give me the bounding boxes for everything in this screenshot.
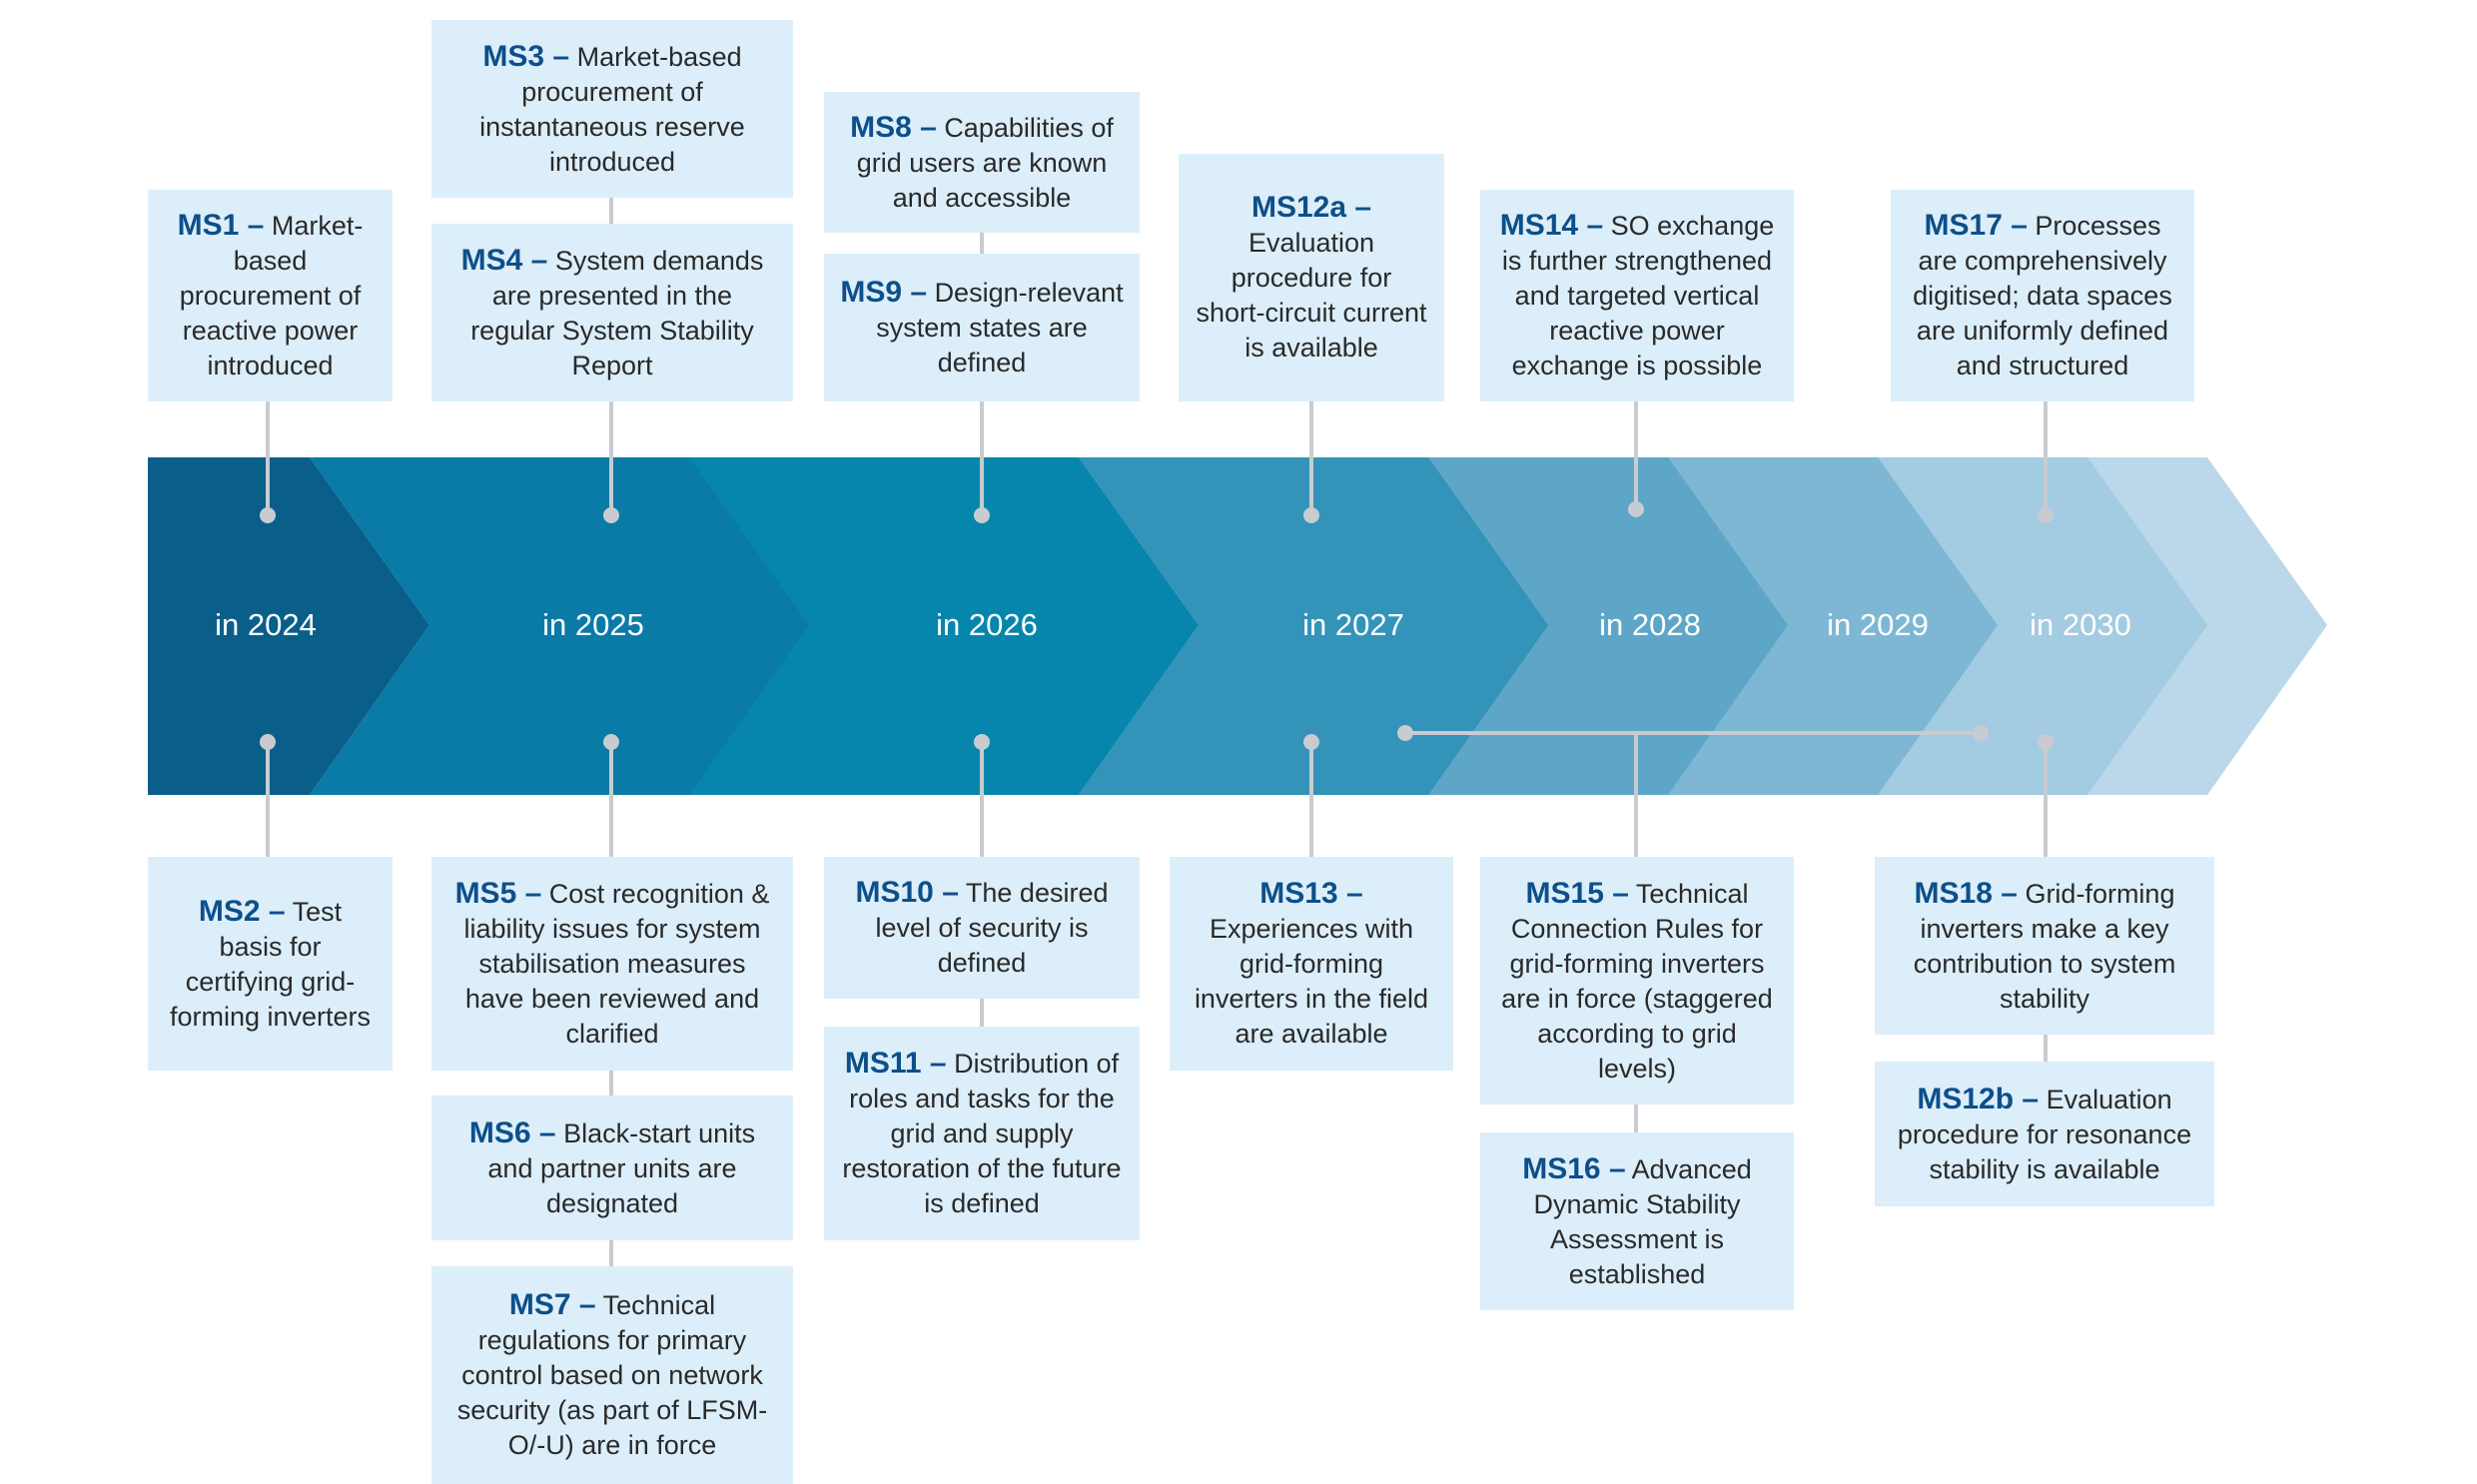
milestone-ms15: MS15 – Technical Connection Rules for gr…: [1480, 857, 1794, 1105]
year-label-2026: in 2026: [936, 607, 1038, 642]
milestone-text: Experiences with grid-forming inverters …: [1194, 914, 1429, 1049]
milestone-text: The desired level of security is defined: [875, 878, 1109, 978]
dot-ms5: [603, 734, 619, 750]
milestone-text: Test basis for certifying grid-forming i…: [169, 896, 372, 1032]
milestone-text: Technical Connection Rules for grid-form…: [1501, 878, 1773, 1084]
milestone-text: Black-start units and partner units are …: [487, 1117, 756, 1218]
milestone-text: Market-based procurement of reactive pow…: [179, 211, 364, 380]
dot-ms2: [260, 734, 276, 750]
milestone-code: MS17 –: [1924, 209, 2028, 242]
milestone-text: Advanced Dynamic Stability Assessment is…: [1533, 1153, 1752, 1289]
milestone-code: MS5 –: [454, 877, 542, 910]
year-label-2025: in 2025: [542, 607, 644, 642]
milestone-ms1: MS1 – Market-based procurement of reacti…: [148, 190, 393, 401]
milestone-code: MS1 –: [177, 209, 265, 242]
milestone-code: MS8 –: [850, 110, 937, 144]
dot-ms17: [2038, 507, 2054, 523]
milestone-code: MS10 –: [855, 876, 959, 909]
milestone-text: Capabilities of grid users are known and…: [856, 112, 1114, 213]
dot-ms9: [974, 507, 990, 523]
chevron-2025: [310, 457, 809, 795]
dot-ms15-left: [1397, 725, 1413, 741]
milestone-text: Grid-forming inverters make a key contri…: [1913, 878, 2176, 1014]
milestone-code: MS7 –: [508, 1288, 596, 1321]
chevron-2024: [148, 457, 429, 795]
milestone-ms2: MS2 – Test basis for certifying grid-for…: [148, 857, 393, 1071]
milestone-ms9: MS9 – Design-relevant system states are …: [824, 254, 1140, 401]
milestone-text: Evaluation procedure for short-circuit c…: [1196, 228, 1427, 363]
milestone-ms13: MS13 – Experiences with grid-forming inv…: [1170, 857, 1453, 1071]
chevron-2026: [679, 457, 1199, 795]
milestone-code: MS6 –: [468, 1115, 556, 1149]
milestone-ms17: MS17 – Processes are comprehensively dig…: [1891, 190, 2194, 401]
milestone-text: System demands are presented in the regu…: [470, 245, 764, 380]
milestone-ms6: MS6 – Black-start units and partner unit…: [431, 1096, 793, 1240]
milestone-ms4: MS4 – System demands are presented in th…: [431, 224, 793, 401]
year-label-2030: in 2030: [2030, 607, 2131, 642]
milestone-ms12b: MS12b – Evaluation procedure for resonan…: [1875, 1062, 2214, 1206]
milestone-code: MS4 –: [460, 243, 548, 277]
milestone-ms18: MS18 – Grid-forming inverters make a key…: [1875, 857, 2214, 1035]
milestone-text: SO exchange is further strengthened and …: [1501, 211, 1775, 380]
milestone-code: MS13 –: [1259, 877, 1363, 910]
chevron-2028: [1398, 457, 1788, 795]
milestone-text: Cost recognition & liability issues for …: [463, 879, 770, 1049]
milestone-code: MS9 –: [840, 276, 928, 309]
milestone-code: MS12b –: [1917, 1082, 2040, 1115]
connector-lines: [266, 198, 2048, 1266]
milestone-code: MS3 –: [482, 39, 570, 73]
year-label-2029: in 2029: [1827, 607, 1929, 642]
milestone-ms8: MS8 – Capabilities of grid users are kno…: [824, 92, 1140, 233]
milestone-ms10: MS10 – The desired level of security is …: [824, 857, 1140, 999]
dot-ms12a: [1303, 507, 1319, 523]
milestone-code: MS14 –: [1499, 209, 1604, 242]
dot-ms1: [260, 507, 276, 523]
milestone-text: Design-relevant system states are define…: [876, 278, 1124, 377]
milestone-ms16: MS16 – Advanced Dynamic Stability Assess…: [1480, 1132, 1794, 1310]
milestone-ms5: MS5 – Cost recognition & liability issue…: [431, 857, 793, 1071]
dot-ms18: [2038, 734, 2054, 750]
milestone-text: Processes are comprehensively digitised;…: [1913, 211, 2172, 380]
milestone-ms11: MS11 – Distribution of roles and tasks f…: [824, 1027, 1140, 1240]
milestone-code: MS18 –: [1914, 876, 2018, 910]
milestone-text: Distribution of roles and tasks for the …: [842, 1049, 1122, 1218]
milestone-code: MS15 –: [1525, 876, 1629, 910]
year-label-2028: in 2028: [1599, 607, 1701, 642]
dot-ms14: [1628, 501, 1644, 517]
year-label-2027: in 2027: [1302, 607, 1404, 642]
milestone-text: Market-based procurement of instantaneou…: [479, 41, 745, 177]
chevron-2027: [1079, 457, 1548, 795]
milestone-ms12a: MS12a – Evaluation procedure for short-c…: [1179, 154, 1444, 401]
dot-ms4: [603, 507, 619, 523]
connector-dots: [260, 501, 2054, 750]
milestone-text: Technical regulations for primary contro…: [456, 1290, 768, 1460]
milestone-code: MS12a –: [1250, 191, 1372, 224]
year-label-2024: in 2024: [215, 607, 317, 642]
milestone-ms14: MS14 – SO exchange is further strengthen…: [1480, 190, 1794, 401]
dot-ms13: [1303, 734, 1319, 750]
milestone-ms7: MS7 – Technical regulations for primary …: [431, 1266, 793, 1484]
milestone-code: MS11 –: [844, 1047, 947, 1080]
milestone-code: MS16 –: [1522, 1151, 1626, 1185]
milestone-ms3: MS3 – Market-based procurement of instan…: [431, 20, 793, 198]
milestone-text: Evaluation procedure for resonance stabi…: [1897, 1084, 2192, 1184]
milestone-code: MS2 –: [198, 894, 286, 928]
dot-ms10: [974, 734, 990, 750]
dot-ms15-right: [1973, 725, 1989, 741]
